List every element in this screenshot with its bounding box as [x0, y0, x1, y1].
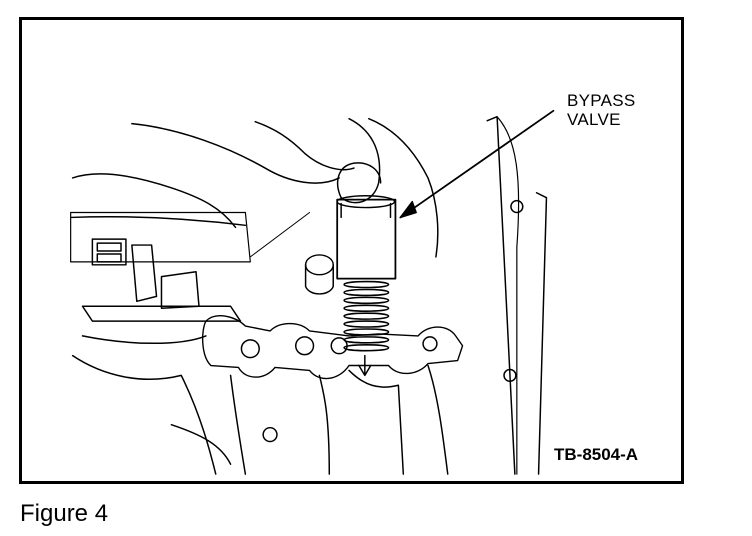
- figure-code: TB-8504-A: [554, 445, 639, 464]
- bypass-valve-illustration: [69, 109, 555, 475]
- callout-line-1: BYPASS: [567, 91, 636, 110]
- figure-caption: Figure 4: [20, 500, 109, 527]
- figure-frame: BYPASS VALVE TB-8504-A: [19, 17, 684, 484]
- callout-line-2: VALVE: [567, 110, 621, 129]
- bypass-valve-callout: BYPASS VALVE: [567, 91, 636, 129]
